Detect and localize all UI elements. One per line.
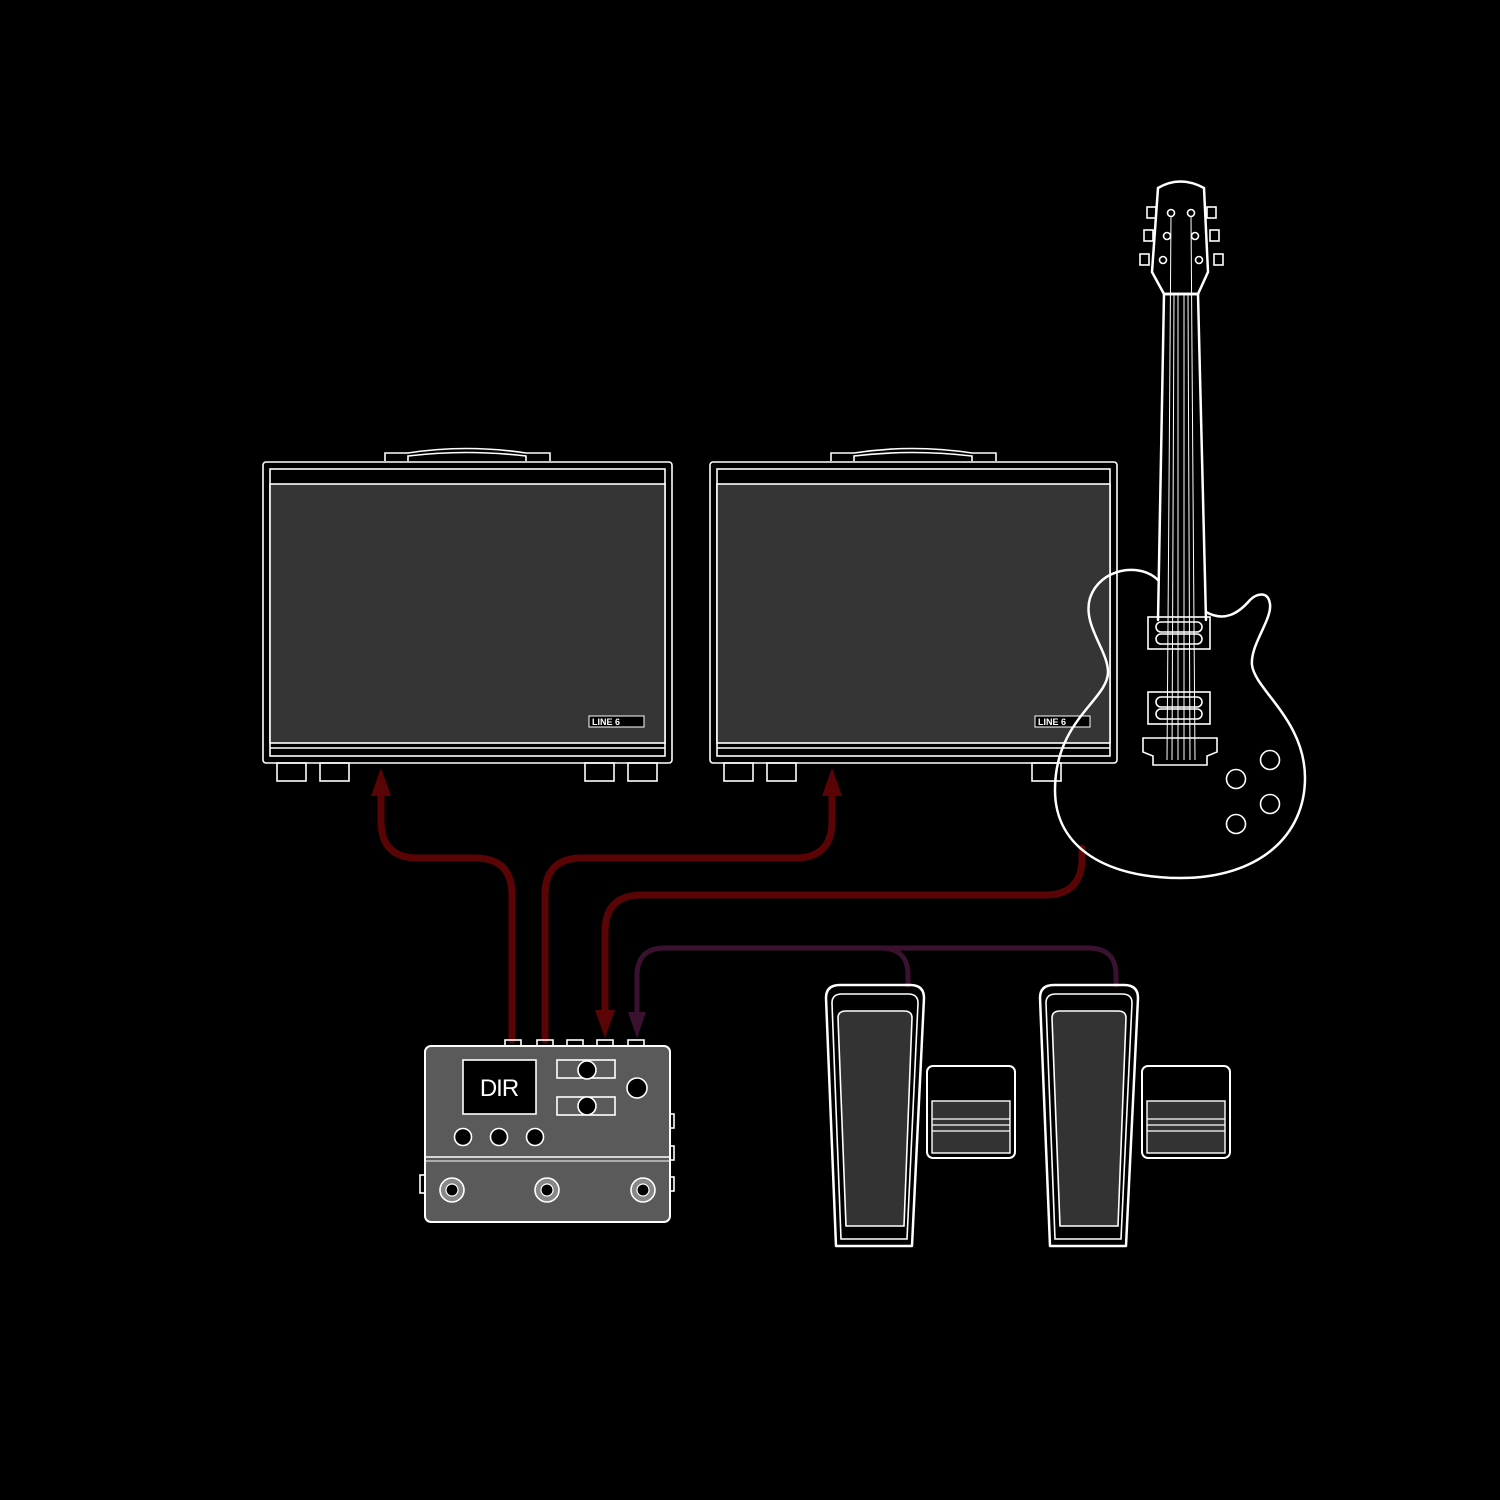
- pickup-bridge: [1147, 691, 1211, 725]
- knob: [453, 1127, 473, 1147]
- amp-cabinet: [262, 461, 673, 764]
- multi-effects-device: DIR: [419, 1039, 675, 1223]
- cables: [371, 768, 1119, 1044]
- device-screen: [462, 1059, 537, 1115]
- guitar-headstock: [1150, 180, 1210, 296]
- knob: [626, 1077, 648, 1099]
- arrow-pedal-input: [628, 1012, 646, 1038]
- pedal-housing: [1038, 983, 1140, 1248]
- pedal-treadle: [1051, 1010, 1127, 1227]
- amp-foot: [584, 762, 615, 782]
- arrow-right-amp: [822, 768, 842, 796]
- amp-handle: [384, 447, 551, 461]
- svg-text:LINE 6: LINE 6: [1038, 717, 1066, 727]
- guitar-bridge: [1142, 737, 1218, 766]
- cable-from-pedals: [634, 945, 911, 1017]
- guitar: [1053, 180, 1307, 880]
- pickup-neck: [1147, 616, 1211, 650]
- arrow-guitar-input: [595, 1010, 615, 1038]
- knob: [489, 1127, 509, 1147]
- pedal-treadle: [837, 1010, 913, 1227]
- amp-handle-grip: [853, 451, 973, 461]
- cable-from-guitar: [601, 844, 1086, 1016]
- amp-foot: [766, 762, 797, 782]
- svg-text:LINE 6: LINE 6: [592, 717, 620, 727]
- cable-pedal-2: [877, 945, 1119, 988]
- pedal-housing: [824, 983, 926, 1248]
- expression-pedal-1: [824, 983, 1016, 1248]
- expression-pedal-2: [1038, 983, 1231, 1248]
- screen-label: DIR: [480, 1075, 519, 1102]
- amp-logo: LINE 6: [588, 715, 645, 728]
- amp-grille: [269, 483, 666, 744]
- amp-handle-grip: [407, 451, 527, 461]
- footswitches: [439, 1177, 656, 1203]
- amp-right: LINE 6: [709, 447, 1118, 782]
- cable-to-right-amp: [541, 786, 836, 1044]
- amp-cabinet: [709, 461, 1118, 764]
- guitar-knobs: [1225, 749, 1281, 835]
- amp-handle: [830, 447, 997, 461]
- amp-foot: [276, 762, 307, 782]
- guitar-body: [1053, 568, 1307, 880]
- amp-grille: [716, 483, 1111, 744]
- arrow-left-amp: [371, 768, 391, 796]
- cable-to-left-amp: [377, 786, 516, 1044]
- amp-foot: [723, 762, 754, 782]
- knob: [525, 1127, 545, 1147]
- amp-foot: [1031, 762, 1062, 782]
- knob: [577, 1096, 597, 1116]
- amp-foot: [319, 762, 350, 782]
- knob: [577, 1060, 597, 1080]
- guitar-strings: [1166, 215, 1196, 761]
- amp-left: LINE 6: [262, 447, 673, 782]
- amp-foot: [627, 762, 658, 782]
- amp-logo: LINE 6: [1034, 715, 1091, 728]
